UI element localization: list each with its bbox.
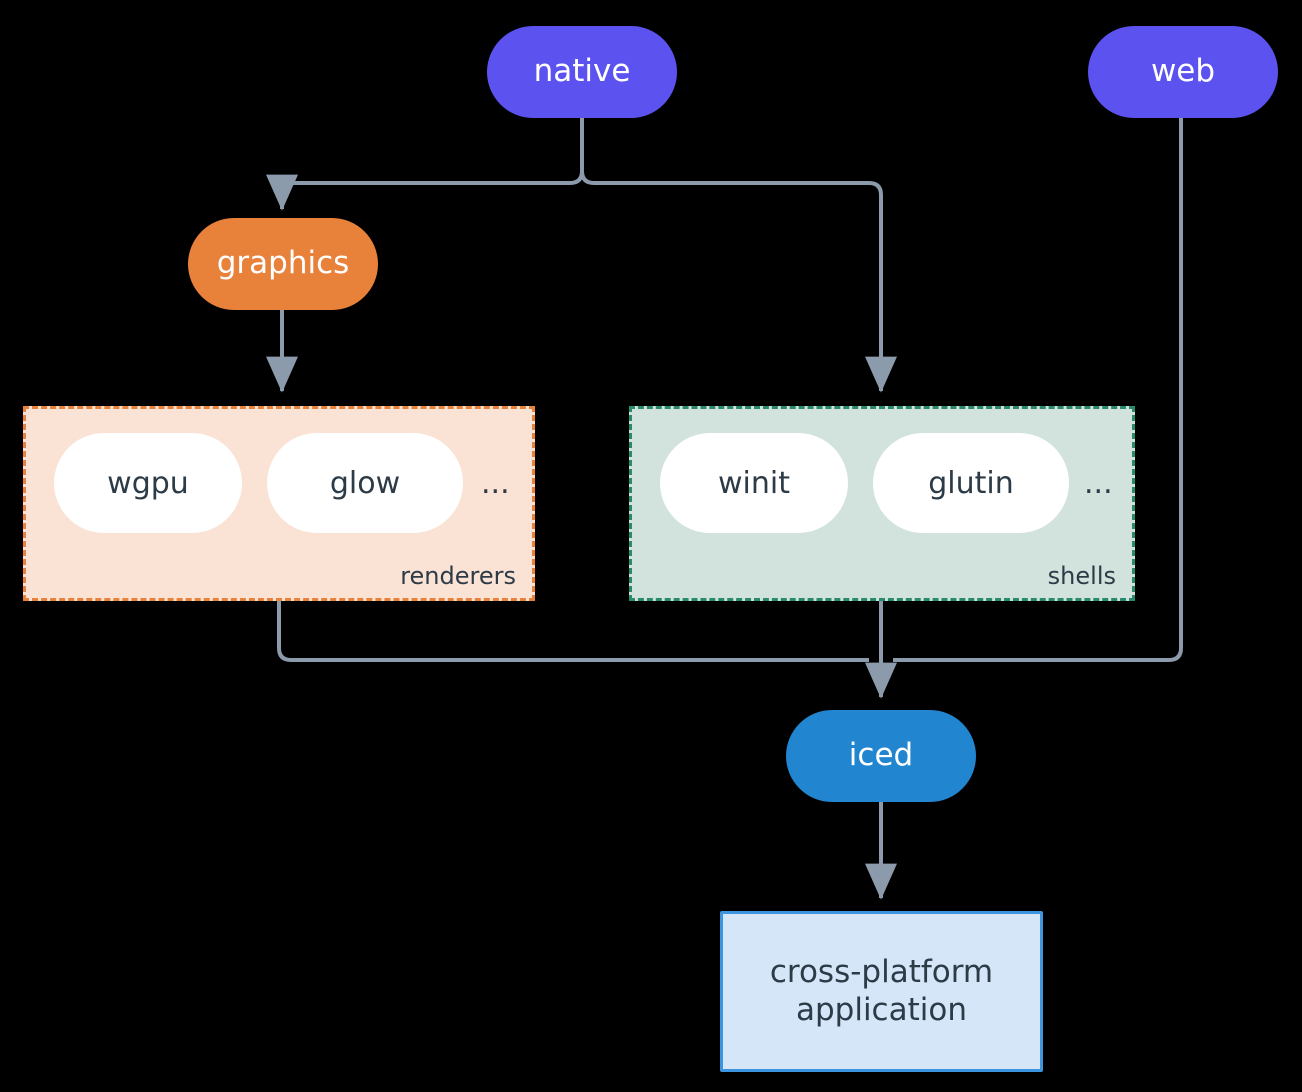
shells-overflow-ellipsis: ... bbox=[1084, 465, 1113, 501]
node-winit[interactable]: winit bbox=[660, 433, 848, 533]
node-glow[interactable]: glow bbox=[267, 433, 463, 533]
node-cross-platform-application-label: cross-platform application bbox=[769, 953, 994, 1028]
node-wgpu[interactable]: wgpu bbox=[54, 433, 242, 533]
node-iced-label: iced bbox=[848, 737, 914, 774]
node-graphics[interactable]: graphics bbox=[188, 218, 378, 310]
node-cross-platform-application[interactable]: cross-platform application bbox=[720, 911, 1043, 1072]
node-web[interactable]: web bbox=[1088, 26, 1278, 118]
node-glutin-label: glutin bbox=[928, 465, 1014, 501]
cluster-shells-label: shells bbox=[1047, 562, 1116, 590]
node-native-label: native bbox=[533, 53, 631, 90]
cluster-shells: winit glutin ... shells bbox=[629, 406, 1135, 601]
edge-native-to-graphics bbox=[266, 118, 584, 211]
node-glutin[interactable]: glutin bbox=[873, 433, 1069, 533]
node-wgpu-label: wgpu bbox=[107, 465, 189, 501]
node-iced[interactable]: iced bbox=[786, 710, 976, 802]
edge-renderers-to-iced bbox=[277, 601, 869, 662]
edge-native-to-shells bbox=[580, 118, 897, 393]
cluster-renderers-label: renderers bbox=[400, 562, 516, 590]
node-graphics-label: graphics bbox=[216, 245, 350, 282]
cluster-renderers: wgpu glow ... renderers bbox=[23, 406, 535, 601]
node-winit-label: winit bbox=[718, 465, 790, 501]
node-web-label: web bbox=[1150, 53, 1216, 90]
node-native[interactable]: native bbox=[487, 26, 677, 118]
node-glow-label: glow bbox=[329, 465, 401, 501]
renderers-overflow-ellipsis: ... bbox=[481, 465, 510, 501]
